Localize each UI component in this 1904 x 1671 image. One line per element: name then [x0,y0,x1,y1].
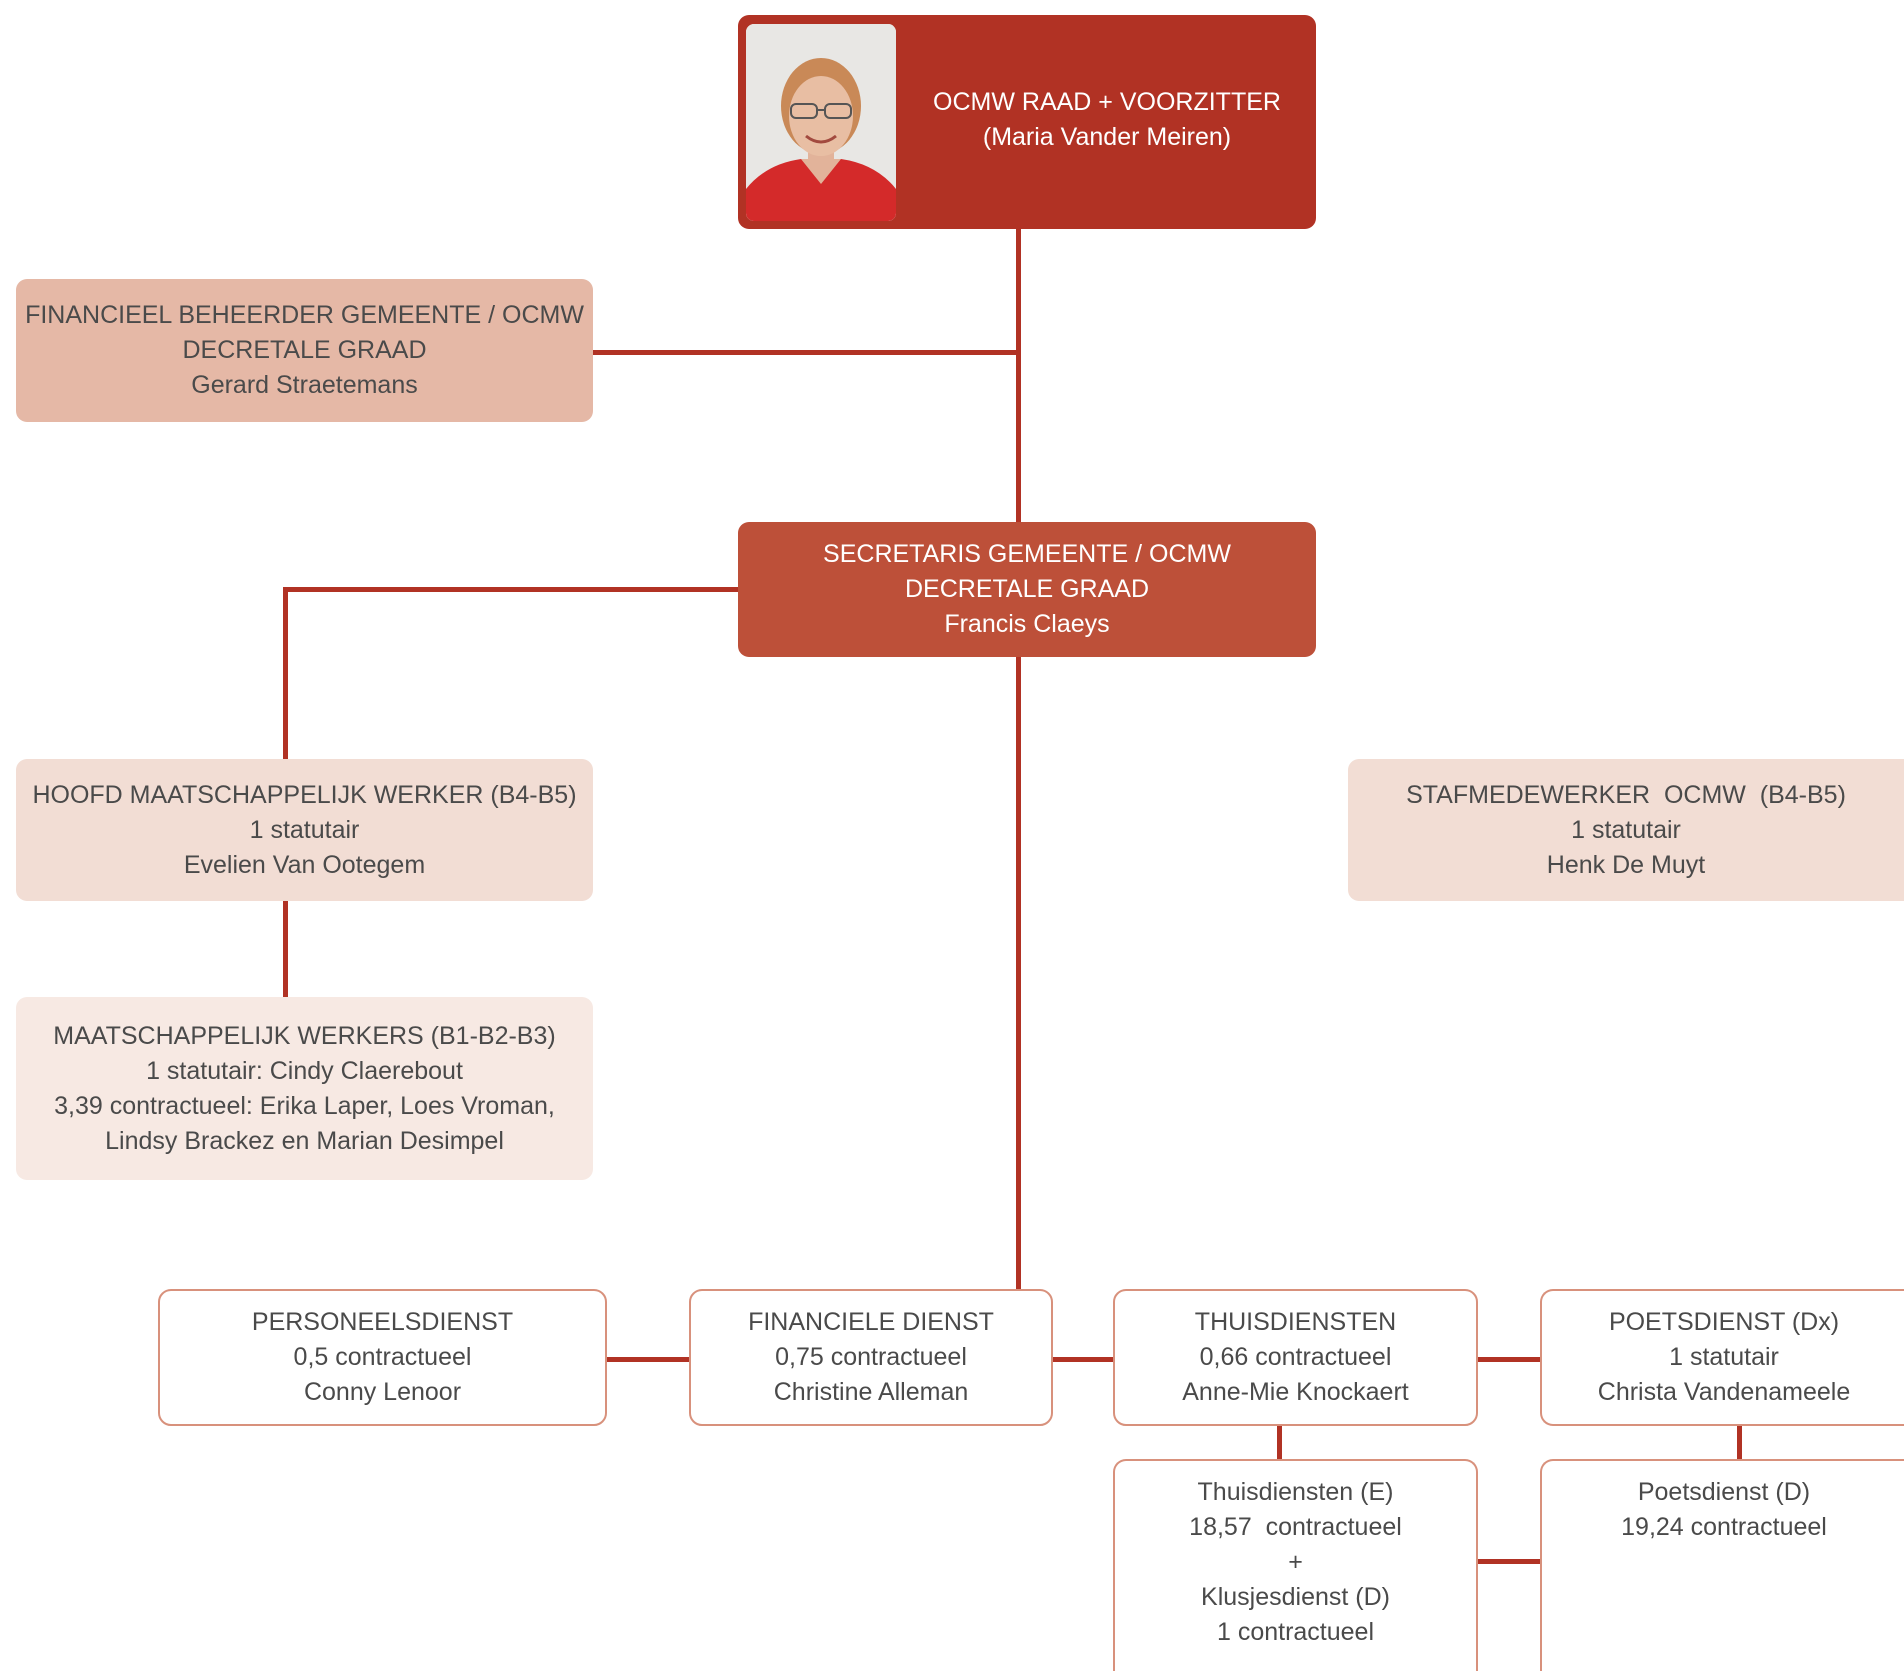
personeel-title: PERSONEELSDIENST [251,1308,514,1336]
connector-financiele-thuis [1053,1357,1113,1362]
connector-thuis-to-thuis-e [1277,1426,1282,1459]
financieel-beheerder-box: FINANCIEEL BEHEERDER GEMEENTE / OCMW DEC… [16,279,593,422]
thuis-name: Anne-Mie Knockaert [1182,1378,1409,1406]
connector-thuis-poets [1478,1357,1540,1362]
poetsdienst-d-box: Poetsdienst (D) 19,24 contractueel [1540,1459,1904,1671]
hoofd-status: 1 statutair [249,815,360,844]
thuisdiensten-box: THUISDIENSTEN 0,66 contractueel Anne-Mie… [1113,1289,1478,1426]
personeel-fte: 0,5 contractueel [293,1343,472,1371]
werkers-statutair: 1 statutair: Cindy Claerebout [146,1056,463,1085]
connector-secretaris-left [283,587,739,592]
poetsdienst-box: POETSDIENST (Dx) 1 statutair Christa Van… [1540,1289,1904,1426]
staf-title: STAFMEDEWERKER OCMW (B4-B5) [1406,780,1846,809]
connector-poets-to-poets-d [1737,1426,1742,1459]
klusjesdienst-fte: 1 contractueel [1216,1618,1375,1646]
financiele-name: Christine Alleman [773,1378,969,1406]
financieel-beheerder-name: Gerard Straetemans [191,371,418,399]
maatschappelijk-werkers-box: MAATSCHAPPELIJK WERKERS (B1-B2-B3) 1 sta… [16,997,593,1180]
poets-d-title: Poetsdienst (D) [1637,1478,1811,1506]
financiele-fte: 0,75 contractueel [775,1343,967,1371]
poets-status: 1 statutair [1669,1343,1779,1371]
secretaris-title: SECRETARIS GEMEENTE / OCMW [823,540,1231,568]
secretaris-name: Francis Claeys [944,610,1110,638]
financiele-title: FINANCIELE DIENST [748,1308,994,1336]
thuis-title: THUISDIENSTEN [1194,1308,1397,1336]
poets-name: Christa Vandenameele [1597,1378,1851,1406]
thuis-e-plus: + [1288,1548,1303,1576]
poets-d-fte: 19,24 contractueel [1621,1513,1827,1541]
stafmedewerker-box: STAFMEDEWERKER OCMW (B4-B5) 1 statutair … [1348,759,1904,901]
klusjesdienst-title: Klusjesdienst (D) [1201,1583,1390,1611]
connector-secretaris-down [1016,657,1021,1289]
hoofd-title: HOOFD MAATSCHAPPELIJK WERKER (B4-B5) [32,780,577,809]
thuisdiensten-e-box: Thuisdiensten (E) 18,57 contractueel + K… [1113,1459,1478,1671]
chairwoman-photo [746,24,896,221]
connector-thuis-e-poets-d [1478,1559,1540,1564]
secretaris-grade: DECRETALE GRAAD [904,575,1150,603]
staf-status: 1 statutair [1571,815,1681,844]
hoofd-name: Evelien Van Ootegem [183,850,426,879]
connector-to-hoofd [283,587,288,759]
connector-top-to-secretaris [1016,229,1021,522]
ocmw-raad-text: OCMW RAAD + VOORZITTER (Maria Vander Mei… [912,85,1302,155]
werkers-contractueel-cont: Lindsy Brackez en Marian Desimpel [105,1126,504,1155]
personeel-name: Conny Lenoor [303,1378,462,1406]
connector-financieel [593,350,1018,355]
thuis-e-fte: 18,57 contractueel [1189,1513,1402,1541]
financiele-dienst-box: FINANCIELE DIENST 0,75 contractueel Chri… [689,1289,1053,1426]
poets-title: POETSDIENST (Dx) [1608,1308,1840,1336]
hoofd-maatschappelijk-werker-box: HOOFD MAATSCHAPPELIJK WERKER (B4-B5) 1 s… [16,759,593,901]
connector-personeel-financiele [607,1357,689,1362]
ocmw-raad-title: OCMW RAAD + VOORZITTER [933,88,1281,116]
staf-name: Henk De Muyt [1546,850,1706,879]
secretaris-box: SECRETARIS GEMEENTE / OCMW DECRETALE GRA… [738,522,1316,657]
connector-hoofd-to-werkers [283,901,288,997]
ocmw-raad-chair: (Maria Vander Meiren) [982,123,1232,151]
financieel-beheerder-title: FINANCIEEL BEHEERDER GEMEENTE / OCMW [25,301,584,329]
personeelsdienst-box: PERSONEELSDIENST 0,5 contractueel Conny … [158,1289,607,1426]
werkers-title: MAATSCHAPPELIJK WERKERS (B1-B2-B3) [53,1021,556,1050]
financieel-beheerder-grade: DECRETALE GRAAD [182,336,427,364]
werkers-contractueel: 3,39 contractueel: Erika Laper, Loes Vro… [54,1091,555,1120]
thuis-fte: 0,66 contractueel [1199,1343,1392,1371]
thuis-e-title: Thuisdiensten (E) [1197,1478,1394,1506]
